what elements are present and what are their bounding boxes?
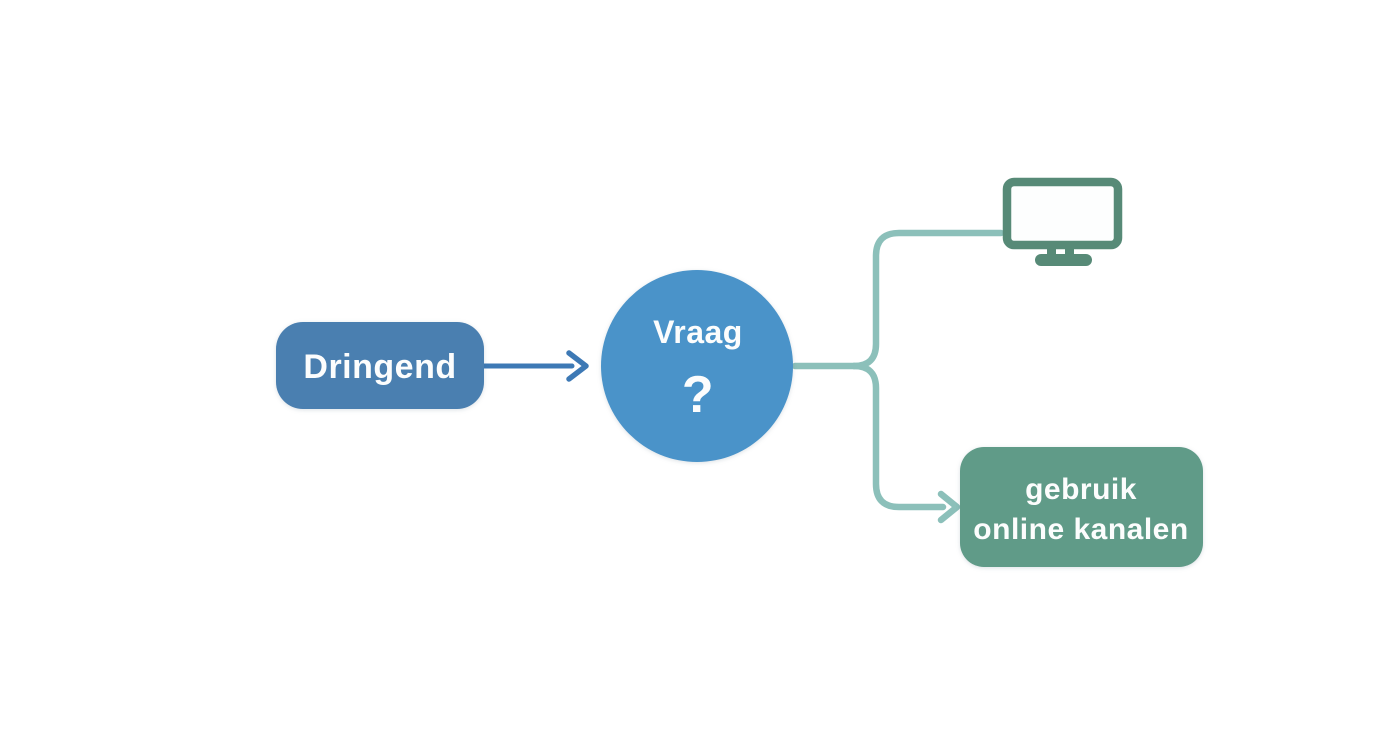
monitor-stand-base (1035, 254, 1092, 266)
arrowhead-icon (937, 490, 961, 524)
monitor-stand-leg (1065, 245, 1074, 258)
vraag-circle (601, 270, 793, 462)
arrow-dringend-to-vraag (481, 350, 589, 382)
arrowhead-icon (566, 350, 589, 382)
dringend-box (276, 322, 484, 409)
online-kanalen-label-line1: gebruik (1025, 473, 1137, 506)
node-dringend: Dringend (276, 322, 484, 409)
online-kanalen-box (960, 447, 1203, 567)
monitor-screen (1002, 177, 1123, 250)
connector-upper-branch (850, 229, 1005, 370)
node-online-kanalen: gebruik online kanalen (960, 447, 1203, 567)
monitor-icon (1002, 177, 1123, 266)
question-mark-icon: ? (682, 366, 714, 424)
dringend-label: Dringend (303, 348, 456, 386)
connector-fork (791, 229, 1005, 524)
monitor-stand-leg (1047, 245, 1056, 258)
vraag-label: Vraag (653, 314, 743, 350)
connector-lower-branch (850, 362, 947, 511)
node-vraag: Vraag ? (601, 270, 793, 462)
online-kanalen-label-line2: online kanalen (973, 513, 1188, 546)
